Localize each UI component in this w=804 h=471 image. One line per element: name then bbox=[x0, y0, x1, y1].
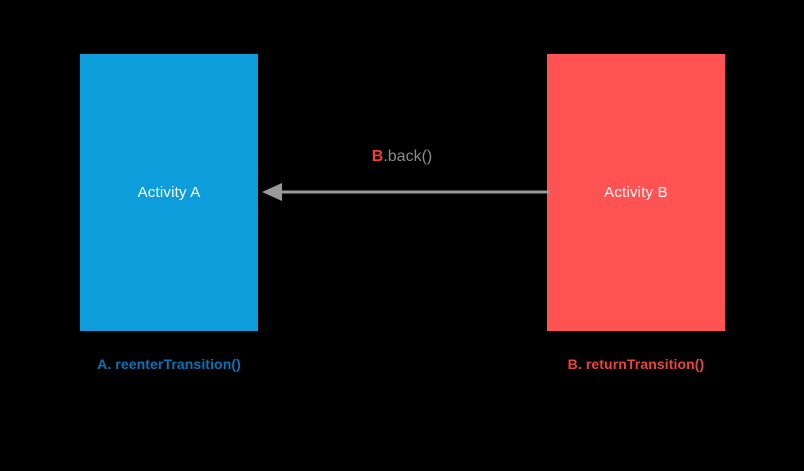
arrow-label-rest: .back() bbox=[383, 148, 433, 165]
arrow-left-icon bbox=[262, 183, 550, 201]
transition-arrow bbox=[258, 178, 550, 206]
arrow-label-prefix: B bbox=[371, 148, 384, 165]
activity-b-box: Activity B bbox=[547, 54, 725, 331]
activity-b-label: Activity B bbox=[604, 184, 668, 201]
activity-a-caption: A. reenterTransition() bbox=[97, 356, 241, 372]
activity-a-label: Activity A bbox=[137, 184, 201, 201]
arrow-label: B.back() bbox=[282, 147, 522, 167]
activity-a-box: Activity A bbox=[80, 54, 258, 331]
activity-b-caption: B. returnTransition() bbox=[567, 356, 705, 372]
